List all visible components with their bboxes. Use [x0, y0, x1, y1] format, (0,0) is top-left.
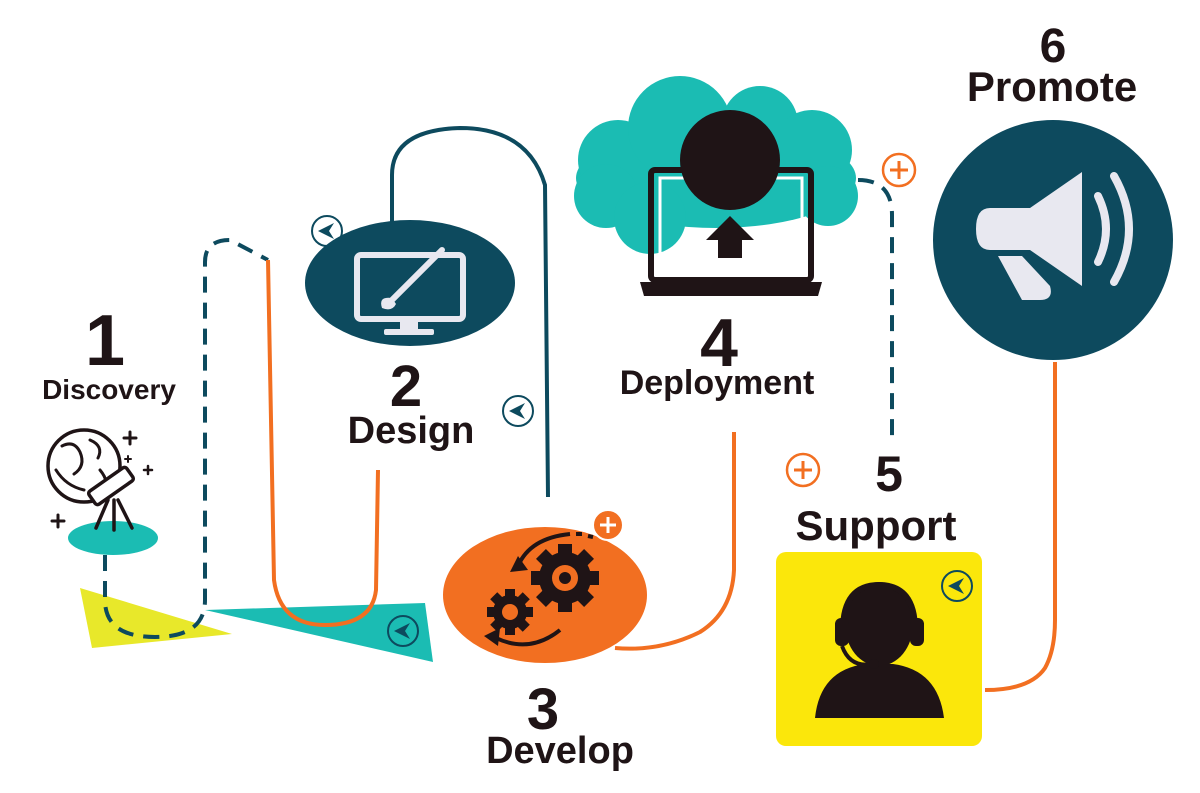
headset-agent-icon [815, 581, 944, 718]
arrow-badge-icon [387, 615, 419, 647]
teal-triangle [205, 603, 433, 662]
step-4-label: Deployment [620, 364, 815, 402]
connector-orange-support-promote [984, 362, 1057, 692]
connector-navy-design-develop [390, 125, 550, 498]
step-5-number: 5 [875, 446, 903, 502]
plus-badge-icon [881, 152, 917, 188]
step-3-label: Develop [486, 730, 634, 772]
megaphone-icon [976, 172, 1133, 300]
step-4-number: 4 [700, 305, 738, 381]
connector-orange-develop-deploy [614, 432, 736, 651]
teal-ellipse-base [68, 521, 158, 555]
yellow-triangle [80, 588, 232, 648]
telescope-globe-icon [46, 428, 154, 532]
connector-support-dashed [857, 178, 894, 440]
step-1-number: 1 [85, 301, 125, 381]
connector-orange-1 [266, 259, 380, 628]
step-2-number: 2 [390, 354, 422, 419]
step-6-label: Promote [967, 63, 1137, 110]
step-6-number: 6 [1040, 20, 1067, 73]
step-1-label: Discovery [42, 374, 176, 405]
plus-badge-icon [592, 509, 624, 541]
plus-badge-icon [785, 452, 821, 488]
gears-icon [484, 532, 599, 647]
monitor-paintbrush-icon [354, 247, 466, 335]
step-5-label: Support [796, 502, 957, 549]
step-2-label: Design [348, 410, 475, 452]
arrow-badge-icon [941, 570, 973, 602]
arrow-badge-icon [502, 395, 534, 427]
step-3-number: 3 [527, 677, 559, 742]
laptop-cloud-upload-icon [640, 110, 822, 296]
